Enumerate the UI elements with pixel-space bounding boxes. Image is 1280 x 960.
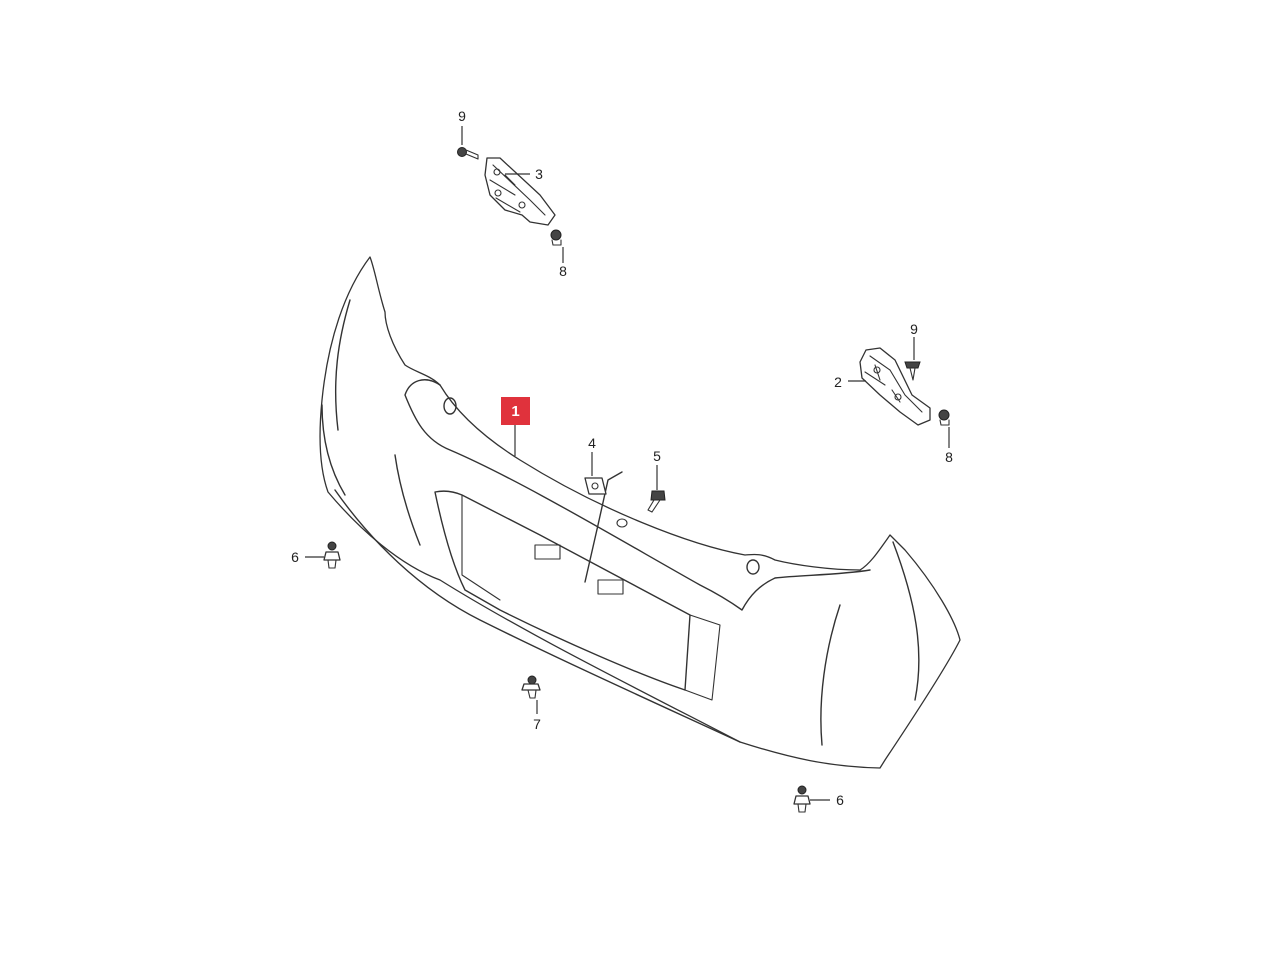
bumper-top-ridge xyxy=(404,379,871,611)
left-bracket-detail xyxy=(489,164,546,216)
recess-tab-right xyxy=(597,579,624,595)
bumper-left-lower-contour xyxy=(321,404,346,496)
callout-3-label[interactable]: 3 xyxy=(535,166,543,182)
callout-4-label[interactable]: 4 xyxy=(588,435,596,451)
clip-left[interactable] xyxy=(305,541,341,569)
recess-tab-left xyxy=(534,544,561,560)
callout-8-right-label[interactable]: 8 xyxy=(945,449,953,465)
left-bracket-hole-1 xyxy=(493,168,501,176)
right-bracket-detail xyxy=(864,355,923,413)
clip-center[interactable] xyxy=(521,675,541,714)
license-plate-inner xyxy=(461,494,721,701)
callout-1-highlight[interactable]: 1 xyxy=(501,397,530,425)
screw-top[interactable] xyxy=(457,126,479,160)
callout-6-right-label[interactable]: 6 xyxy=(836,792,844,808)
rear-bumper-cover[interactable] xyxy=(319,256,961,769)
license-plate-recess xyxy=(434,490,691,691)
bumper-lower-contour xyxy=(334,489,741,743)
callout-9-right-label[interactable]: 9 xyxy=(910,321,918,337)
bumper-outline xyxy=(319,256,961,769)
right-bracket-hole-1 xyxy=(873,366,881,374)
bracket-nut-right[interactable] xyxy=(938,409,950,448)
callout-2-label[interactable]: 2 xyxy=(834,374,842,390)
center-section-break xyxy=(584,471,623,583)
speed-nut[interactable] xyxy=(584,452,607,495)
callout-9-top-label[interactable]: 9 xyxy=(458,108,466,124)
bumper-right-crease xyxy=(820,604,841,746)
left-sensor-hole xyxy=(443,397,457,415)
right-sensor-hole xyxy=(746,559,760,575)
callout-1-box xyxy=(501,397,530,425)
clip-right[interactable] xyxy=(793,785,830,813)
bracket-nut-top[interactable] xyxy=(550,229,564,263)
callout-6-left-label[interactable]: 6 xyxy=(291,549,299,565)
callout-7-label[interactable]: 7 xyxy=(533,716,541,732)
left-bumper-bracket[interactable] xyxy=(484,157,556,226)
callout-5-label[interactable]: 5 xyxy=(653,448,661,464)
bumper-left-contour xyxy=(334,299,351,431)
center-hole xyxy=(616,518,628,528)
right-bracket-hole-2 xyxy=(894,393,902,401)
screw-right[interactable] xyxy=(904,337,921,381)
callout-8-top-label[interactable]: 8 xyxy=(559,263,567,279)
callout-1-label: 1 xyxy=(511,403,519,420)
bumper-left-inner-crease xyxy=(394,454,421,546)
right-bumper-bracket[interactable] xyxy=(859,347,931,426)
bumper-right-corner-crease xyxy=(892,541,920,701)
right-bracket-shape xyxy=(859,347,931,426)
bolt[interactable] xyxy=(647,465,666,513)
left-bracket-hole-2 xyxy=(494,189,502,197)
left-bracket-hole-3 xyxy=(518,201,526,209)
